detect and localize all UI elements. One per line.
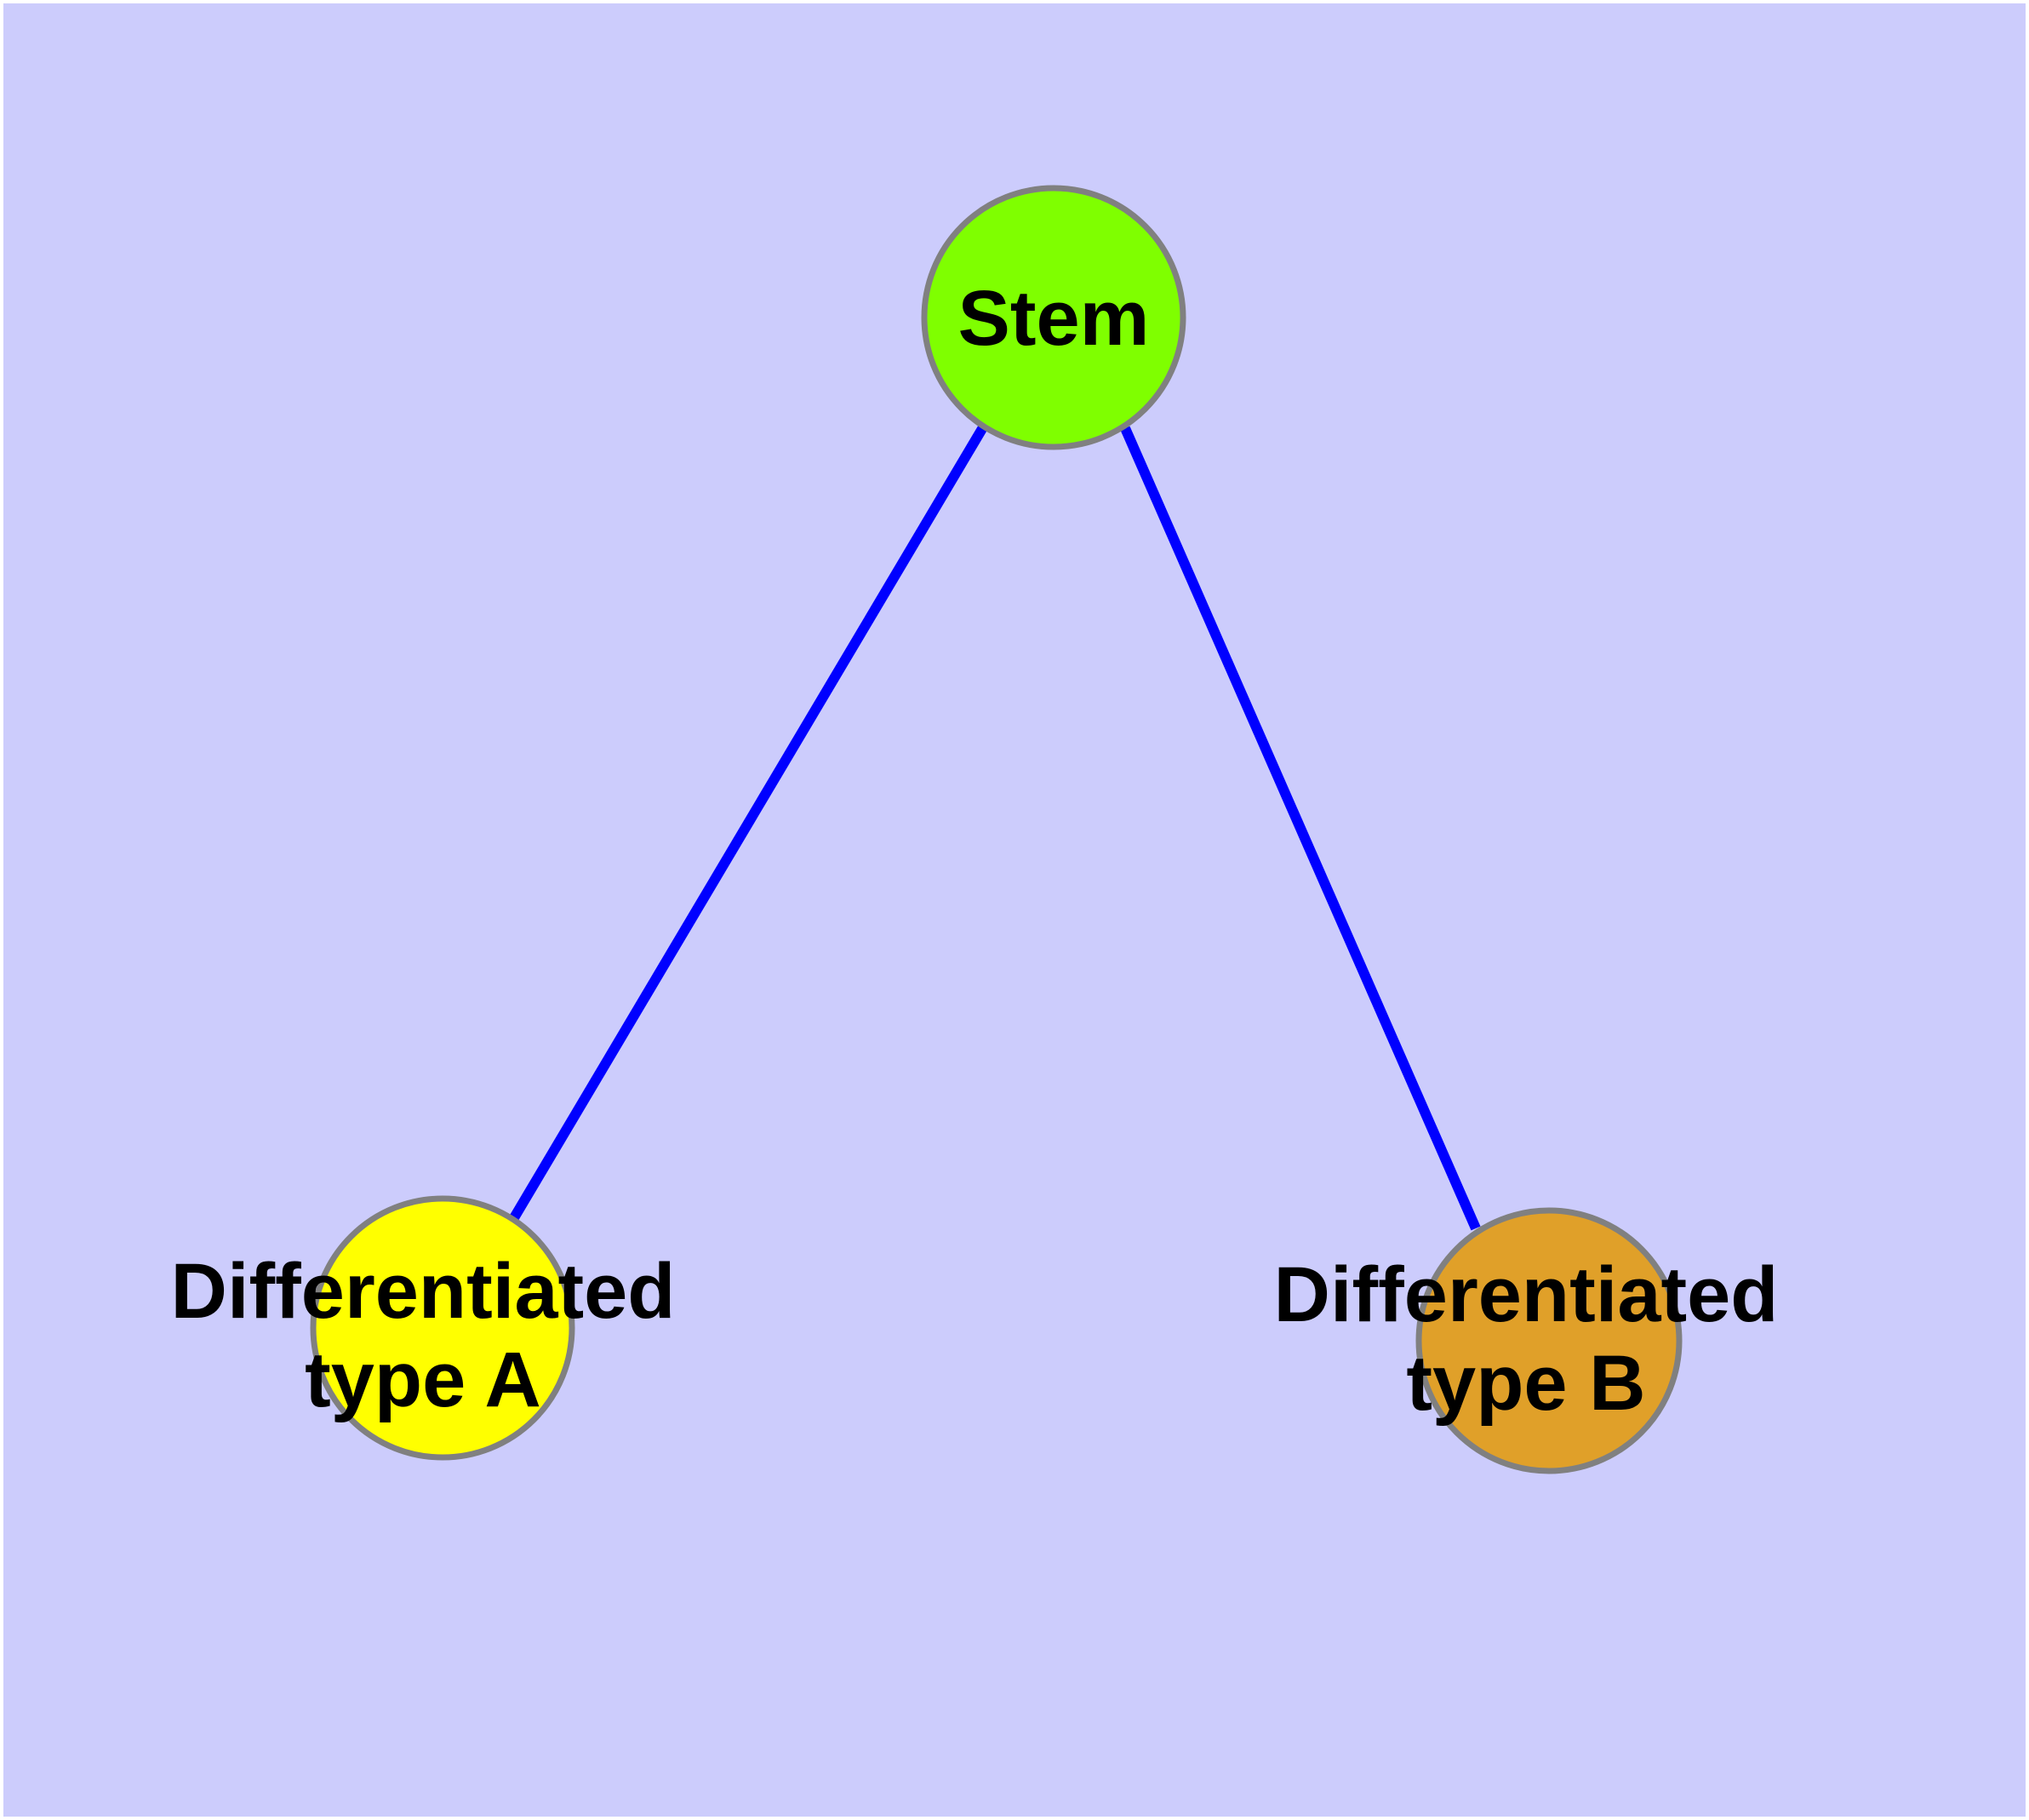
node-diff-b-circle[interactable]	[1415, 1207, 1683, 1474]
node-diff-a-label-line-1: Differentiated	[171, 1248, 676, 1335]
node-stem-label-line-1: Stem	[958, 275, 1150, 362]
node-diff-a-label-line-2: type A	[305, 1336, 541, 1423]
edge-stem-to-diff-b[interactable]	[1120, 426, 1481, 1231]
node-diff-a-circle[interactable]	[310, 1195, 575, 1461]
edge-layer	[507, 424, 1481, 1231]
node-diff-b-label-line-1: Differentiated	[1274, 1251, 1779, 1338]
node-diff-b-label-line-2: type B	[1406, 1340, 1645, 1427]
label-layer: Stem Differentiated type A Differentiate…	[171, 275, 1779, 1427]
node-diff-a[interactable]	[310, 1195, 575, 1461]
node-stem-circle[interactable]	[921, 185, 1186, 450]
node-stem[interactable]	[921, 185, 1186, 450]
edge-stem-to-diff-a[interactable]	[507, 424, 988, 1224]
node-diff-b[interactable]	[1415, 1207, 1683, 1474]
